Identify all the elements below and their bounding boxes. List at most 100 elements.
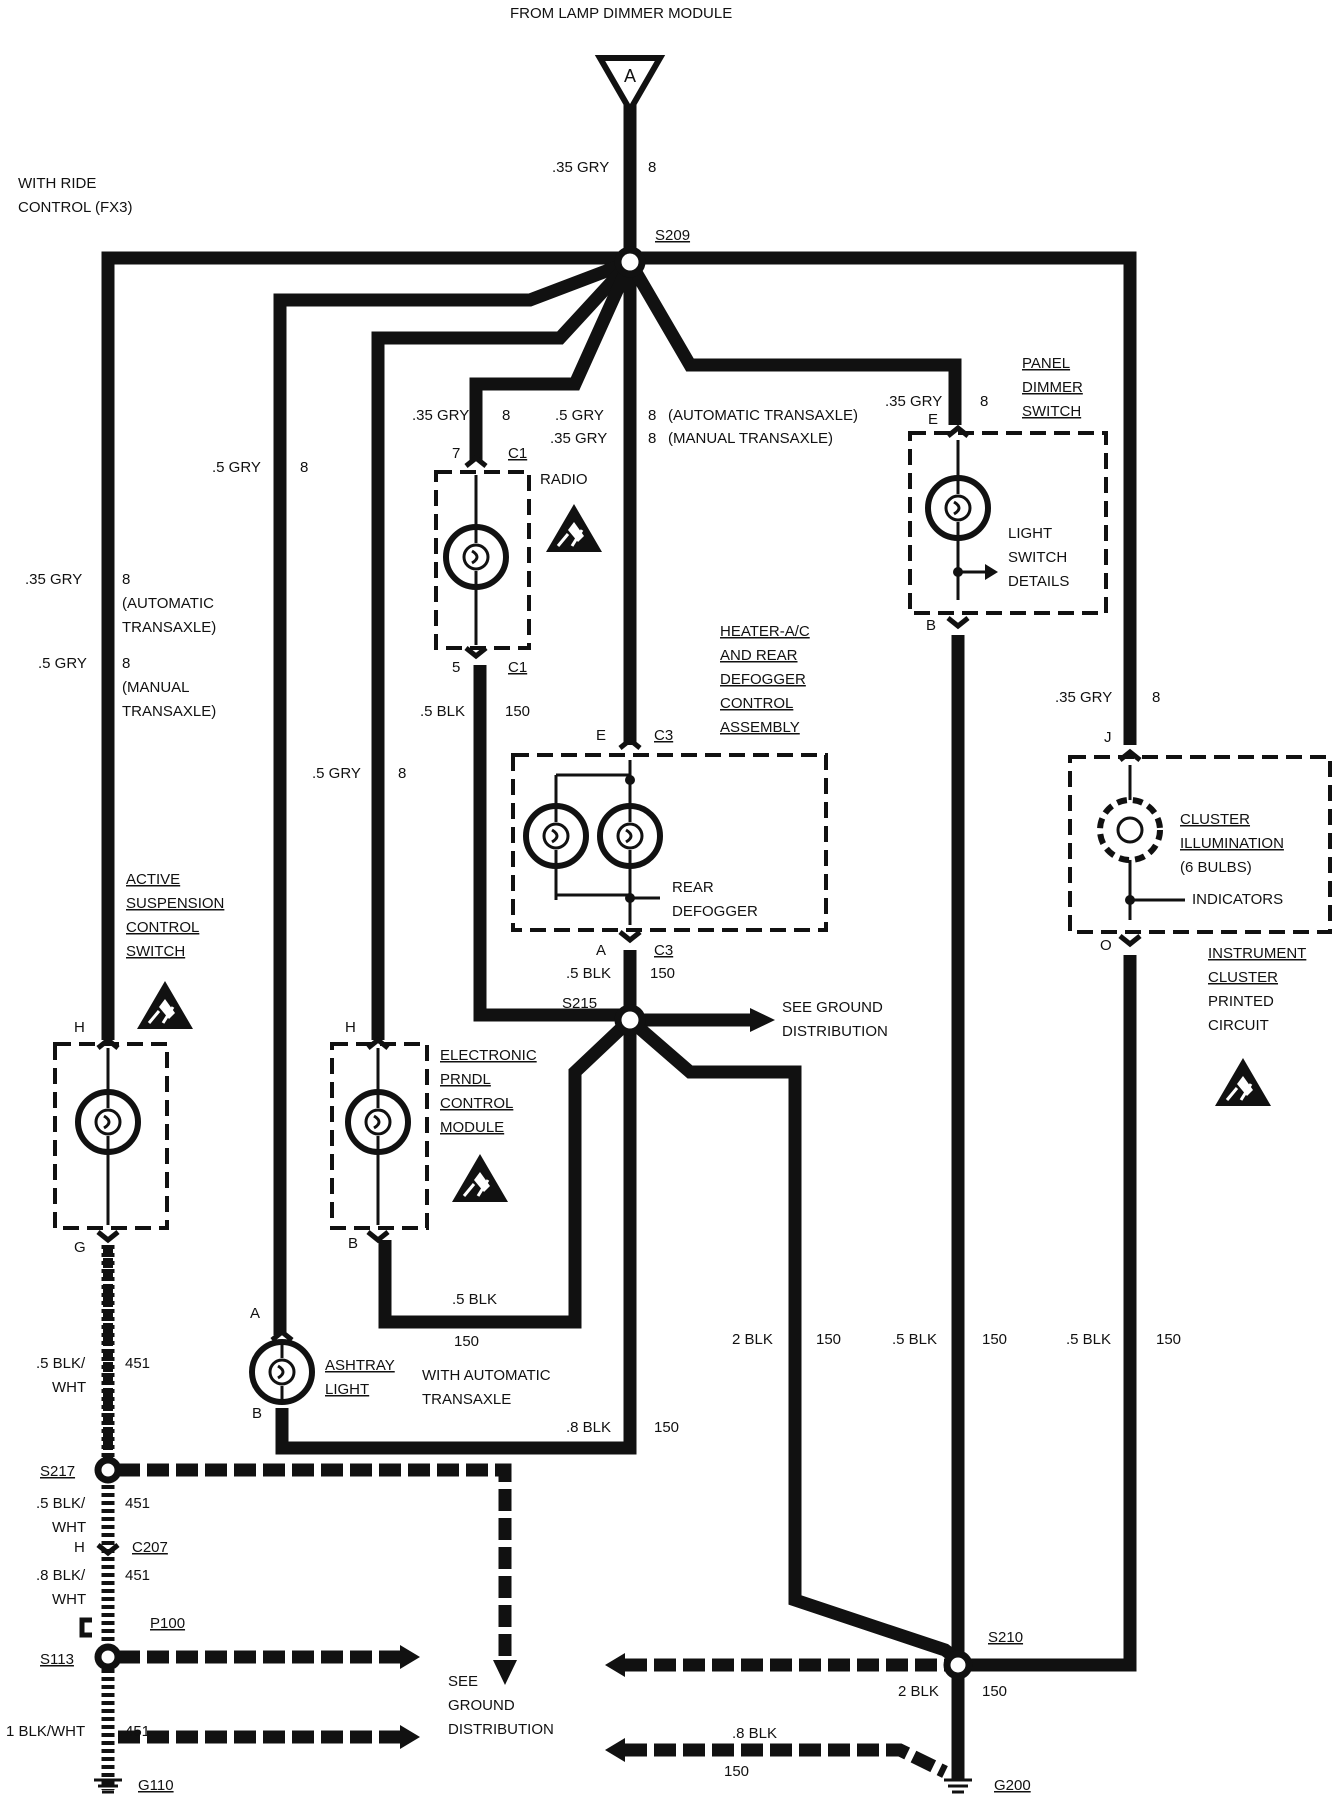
s210-label: S210 [988,1629,1023,1646]
hvac-circuit-man: 8 [648,430,656,447]
hvac-gauge-man: .35 GRY [550,430,607,447]
susp-w2-circuit: 451 [125,1495,150,1512]
rg-w3-gauge: .5 BLK [1066,1331,1111,1348]
susp-title-3: CONTROL [126,919,199,936]
susp-gauge-2: .5 GRY [38,655,87,672]
rg-w1-circuit: 150 [816,1331,841,1348]
radio-label: RADIO [540,471,588,488]
radio-out-gauge: .5 BLK [420,703,465,720]
top-wire-gauge: .35 GRY [552,159,609,176]
s215-label: S215 [562,995,597,1012]
instrument-2: CLUSTER [1208,969,1278,986]
g200-label: G200 [994,1777,1031,1794]
ride-control-line1: WITH RIDE [18,175,96,192]
dimmer-pin-in: E [928,411,938,428]
defogger-bulb-icon [600,806,660,866]
rg-w1-gauge: 2 BLK [732,1331,773,1348]
radio-bulb-icon [446,527,506,587]
ground-dist-lower-2: GROUND [448,1697,515,1714]
dimmer-details-1: LIGHT [1008,525,1052,542]
prndl-box [330,1042,429,1230]
instrument-4: CIRCUIT [1208,1017,1269,1034]
ashtray-label-1: ASHTRAY [325,1357,395,1374]
panel-dimmer-switch [908,424,1108,1660]
dimmer-pin-out: B [926,617,936,634]
cluster-pin-in: J [1104,729,1112,746]
dimmer-wire-gauge: .35 GRY [885,393,942,410]
panel-dimmer-box [908,431,1108,615]
top-wire-circuit: 8 [648,159,656,176]
susp-note-1a: (AUTOMATIC [122,595,214,612]
susp-title-2: SUSPENSION [126,895,224,912]
ashtray-bulb-icon [252,1342,312,1402]
susp-w3-gauge-2: WHT [52,1591,86,1608]
susp-title-1: ACTIVE [126,871,180,888]
susp-circuit-2: 8 [122,655,130,672]
cluster-label-2: ILLUMINATION [1180,835,1284,852]
p100-label: P100 [150,1615,185,1632]
heater-title-2: AND REAR [720,647,798,664]
heater-conn-in: C3 [654,727,673,744]
susp-w1-gauge-2: WHT [52,1379,86,1396]
susp-circuit-1: 8 [122,571,130,588]
radio-module [434,454,630,1022]
cluster-wire-circuit: 8 [1152,689,1160,706]
hvac-gauge-auto: .5 GRY [555,407,604,424]
ground-dist-upper-1: SEE GROUND [782,999,883,1016]
susp-pin-out: G [74,1239,86,1256]
radio-conn-out: C1 [508,659,527,676]
cluster-label-3: (6 BULBS) [1180,859,1252,876]
heater-title-5: ASSEMBLY [720,719,800,736]
esd-cluster-icon [1213,1056,1273,1108]
susp-pin-in: H [74,1019,85,1036]
connector-a-label: A [624,66,636,86]
heater-conn-out: C3 [654,942,673,959]
g110-label: G110 [138,1777,174,1794]
connector-a-icon [594,55,666,117]
susp-w3-gauge-1: .8 BLK/ [36,1567,86,1584]
dimmer-title-3: SWITCH [1022,403,1081,420]
cluster-label-1: CLUSTER [1180,811,1250,828]
prndl-out-gauge: .5 BLK [452,1291,497,1308]
dimmer-details-2: SWITCH [1008,549,1067,566]
susp-title-4: SWITCH [126,943,185,960]
susp-w2-gauge-1: .5 BLK/ [36,1495,86,1512]
prndl-title-1: ELECTRONIC [440,1047,537,1064]
susp-note-1b: TRANSAXLE) [122,619,216,636]
heater-pin-out: A [596,942,606,959]
rg-w2-gauge: .5 BLK [892,1331,937,1348]
prndl-title-3: CONTROL [440,1095,513,1112]
g200-wire-gauge: .8 BLK [732,1725,777,1742]
instrument-1: INSTRUMENT [1208,945,1306,962]
prndl-feed-circuit: 8 [398,765,406,782]
s215-splice [614,1004,646,1036]
esd-radio-icon [544,502,604,554]
ground-dist-upper-2: DISTRIBUTION [782,1023,888,1040]
s210-circuit: 150 [982,1683,1007,1700]
s210-gauge: 2 BLK [898,1683,939,1700]
heater-box [511,753,828,932]
esd-prndl-icon [450,1152,510,1204]
s217-label: S217 [40,1463,75,1480]
ashtray-label-2: LIGHT [325,1381,369,1398]
prndl-pin-in: H [345,1019,356,1036]
rg-w3-circuit: 150 [1156,1331,1181,1348]
dimmer-details-3: DETAILS [1008,573,1069,590]
s113-splice [94,1643,122,1671]
ashtray-out-circuit: 150 [654,1419,679,1436]
s210-junction [605,1650,973,1794]
from-module-label: FROM LAMP DIMMER MODULE [510,5,732,22]
rg-w2-circuit: 150 [982,1331,1007,1348]
prndl-module [330,1036,510,1244]
ground-dist-lower-3: DISTRIBUTION [448,1721,554,1738]
radio-wire-gauge: .35 GRY [412,407,469,424]
susp-w1-circuit: 451 [125,1355,150,1372]
rear-defogger-1: REAR [672,879,714,896]
susp-w4-gauge: 1 BLK/WHT [6,1723,85,1740]
susp-gauge-1: .35 GRY [25,571,82,588]
susp-w1-gauge-1: .5 BLK/ [36,1355,86,1372]
c207-label: C207 [132,1539,168,1556]
ground-dist-lower-1: SEE [448,1673,478,1690]
feed-wires [101,80,1137,1335]
